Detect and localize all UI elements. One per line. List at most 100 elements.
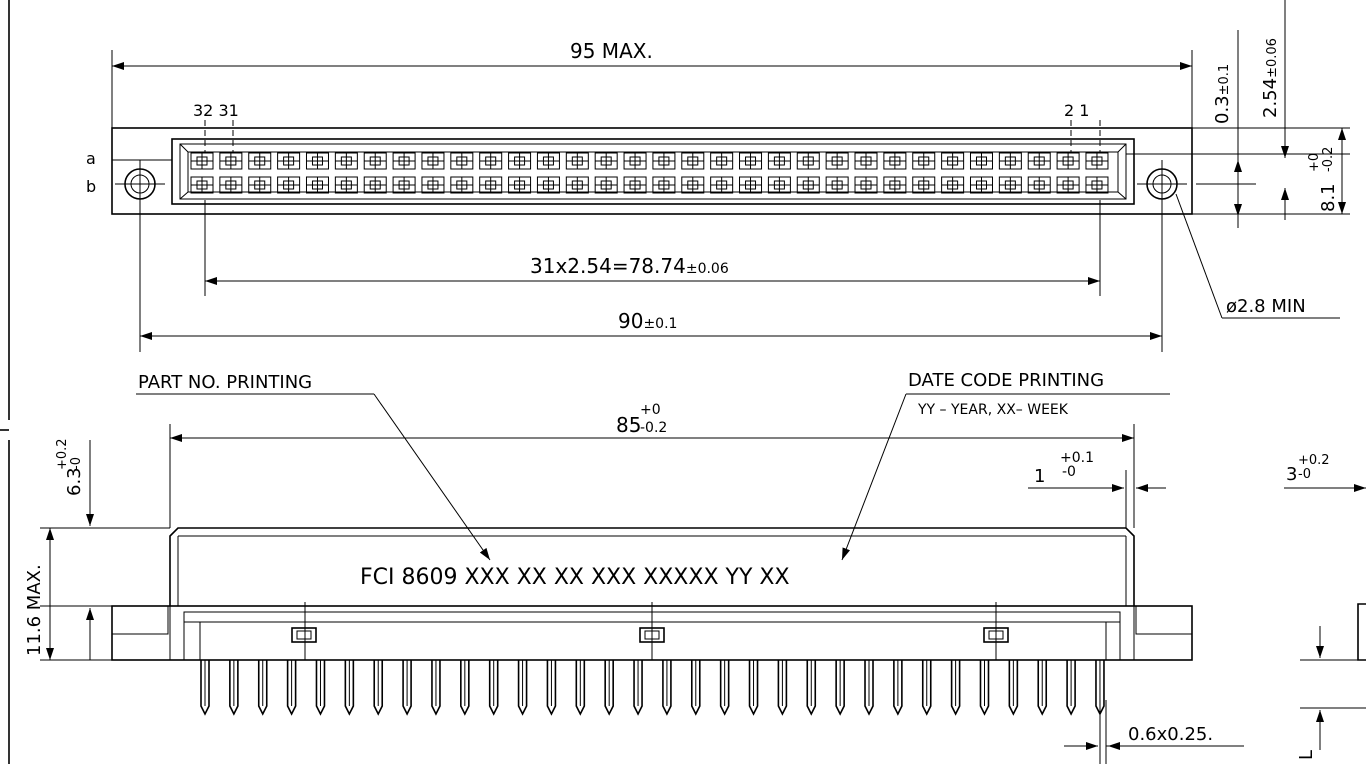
contact-cell <box>305 152 329 170</box>
contact-cell <box>450 152 474 170</box>
contact-cell <box>710 152 734 170</box>
mount-spacing-dim: 90±0.1 <box>618 309 677 333</box>
contact-cell <box>536 152 560 170</box>
contact-cell <box>421 176 445 194</box>
width-tol-plus: +0 <box>1307 153 1322 172</box>
pin <box>806 660 817 716</box>
row-pitch-dim: 2.54±0.06 <box>1260 38 1281 118</box>
contact-cell <box>941 176 965 194</box>
contact-cell <box>1085 152 1109 170</box>
pin <box>546 660 557 716</box>
contact-cell <box>969 176 993 194</box>
pin <box>575 660 586 716</box>
contact-cell <box>652 152 676 170</box>
contact-cell <box>392 176 416 194</box>
pin <box>979 660 990 716</box>
pin <box>748 660 759 716</box>
contact-cell <box>219 152 243 170</box>
mount-hole-left <box>115 160 165 210</box>
pin-label-2-1: 2 1 <box>1064 101 1089 120</box>
pin <box>229 660 239 716</box>
pin <box>373 660 384 716</box>
contact-cell <box>1056 152 1080 170</box>
part-no-label: PART NO. PRINTING <box>138 372 312 393</box>
contact-grid <box>190 152 1109 194</box>
contact-cell <box>969 152 993 170</box>
side-body-outline <box>169 527 1135 606</box>
contact-cell <box>1085 176 1109 194</box>
body-length-tol-minus: -0.2 <box>640 420 667 436</box>
overall-height-dim: 11.6 MAX. <box>24 564 45 656</box>
pin <box>662 660 672 716</box>
mount-spacing-tol: ±0.1 <box>643 316 677 332</box>
contact-cell <box>767 176 791 194</box>
contact-cell <box>623 152 647 170</box>
contact-cell <box>277 152 301 170</box>
pitch-tol: ±0.06 <box>686 261 729 277</box>
contact-cell <box>421 152 445 170</box>
contact-cell <box>796 176 820 194</box>
top-view: a b 32 31 2 1 95 MAX. 31x2.54=78.74±0.06… <box>86 0 1350 352</box>
side-view: FCI 8609 XXX XX XX XXX XXXXX YY XX PART … <box>24 370 1244 764</box>
flange-thickness-tol-minus: -0 <box>1062 464 1076 480</box>
row-b-label: b <box>86 177 96 196</box>
contact-cell <box>739 176 763 194</box>
connector-flange-outline <box>111 127 1193 215</box>
width-dim: 8.1 <box>1318 183 1339 212</box>
pin-label-32-31: 32 31 <box>193 101 239 120</box>
end-width-dim: 3 <box>1286 464 1297 485</box>
contact-cell <box>883 152 907 170</box>
marking-text: FCI 8609 XXX XX XX XXX XXXXX YY XX <box>360 565 790 590</box>
hole-diameter-dim: ø2.8 MIN <box>1226 296 1306 317</box>
latch-center <box>639 602 665 660</box>
contact-cell <box>450 176 474 194</box>
contact-cell <box>623 176 647 194</box>
pin <box>257 660 268 716</box>
contact-cell <box>767 152 791 170</box>
body-height-tol-plus: +0.2 <box>55 438 70 470</box>
contact-cell <box>594 176 618 194</box>
contact-cell <box>248 176 272 194</box>
pin <box>1066 660 1076 716</box>
body-height-tol-minus: -0 <box>69 457 84 470</box>
contact-cell <box>479 152 503 170</box>
mount-hole-right <box>1137 160 1187 210</box>
contact-cell <box>305 176 329 194</box>
date-code-label: DATE CODE PRINTING <box>908 370 1104 391</box>
contact-cell <box>334 176 358 194</box>
pin <box>488 660 499 716</box>
contact-cell <box>219 176 243 194</box>
offset-dim: 0.3±0.1 <box>1212 64 1233 124</box>
contact-cell <box>392 152 416 170</box>
pin <box>777 660 788 716</box>
contact-cell <box>681 176 705 194</box>
pin-section-dim: 0.6x0.25. <box>1128 724 1213 745</box>
contact-cell <box>1027 152 1051 170</box>
end-view: 3 +0.2 -0 L <box>1284 453 1366 760</box>
contact-cell <box>998 152 1022 170</box>
contact-cell <box>912 176 936 194</box>
pin <box>315 660 326 716</box>
contact-cell <box>479 176 503 194</box>
latch-left <box>291 602 317 660</box>
contact-cell <box>998 176 1022 194</box>
end-width-tol-minus: -0 <box>1298 467 1311 482</box>
pin <box>633 660 643 716</box>
body-height-dim: 6.3 <box>64 467 85 496</box>
contact-cell <box>796 152 820 170</box>
pin <box>835 660 845 716</box>
latch-right <box>983 602 1009 660</box>
contact-cell <box>508 176 532 194</box>
pitch-dim: 31x2.54=78.74±0.06 <box>530 254 729 278</box>
flange-thickness-tol-plus: +0.1 <box>1060 450 1094 466</box>
contact-cell <box>277 176 301 194</box>
pin <box>604 660 614 716</box>
connector-housing-outline <box>171 138 1135 205</box>
pin <box>431 660 441 716</box>
contact-cell <box>681 152 705 170</box>
width-tol-minus: -0.2 <box>1321 147 1336 172</box>
overall-length-dim: 95 MAX. <box>570 39 653 63</box>
pin <box>1037 660 1048 716</box>
pin <box>1008 660 1019 716</box>
